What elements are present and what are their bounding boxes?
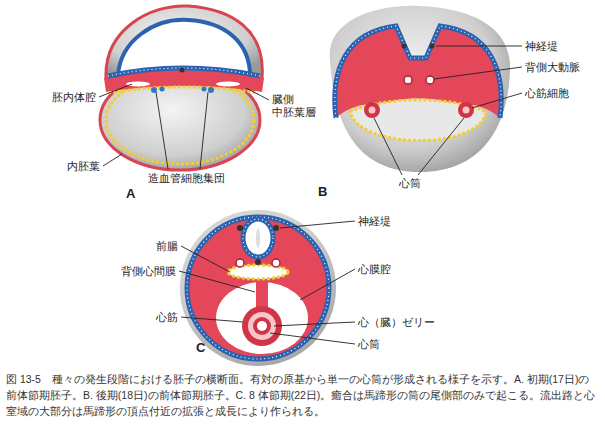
leader-lines <box>99 46 522 344</box>
part-label: 胚内体腔 <box>52 91 96 104</box>
embryo-section-c <box>180 210 336 366</box>
part-label: 心（臓）ゼリー <box>358 316 435 329</box>
embryo-section-b <box>330 6 510 172</box>
panel-letter: B <box>318 184 327 199</box>
part-label: 臓側 中胚葉層 <box>272 93 320 119</box>
part-label: 造血管細胞集団 <box>148 172 225 185</box>
part-label: 心筋 <box>156 311 178 324</box>
part-label: 背側心間膜 <box>121 265 176 278</box>
embryo-section-a <box>100 6 264 170</box>
panel-letter: A <box>126 186 135 201</box>
part-label: 前腸 <box>156 240 178 253</box>
part-label: 神経堤 <box>358 215 391 228</box>
panel-letter: C <box>196 340 205 355</box>
part-label: 背側大動脈 <box>525 61 580 74</box>
figure-caption: 図 13-5 種々の発生段階における胚子の横断面。有対の原基から単一の心筒が形成… <box>6 371 599 419</box>
part-label: 心筒 <box>399 177 421 190</box>
part-label: 心筒 <box>358 338 380 351</box>
part-label: 内胚葉 <box>67 160 100 173</box>
part-label: 心筋細胞 <box>525 87 569 100</box>
part-label: 神経堤 <box>525 40 558 53</box>
part-label: 心膜腔 <box>358 263 391 276</box>
